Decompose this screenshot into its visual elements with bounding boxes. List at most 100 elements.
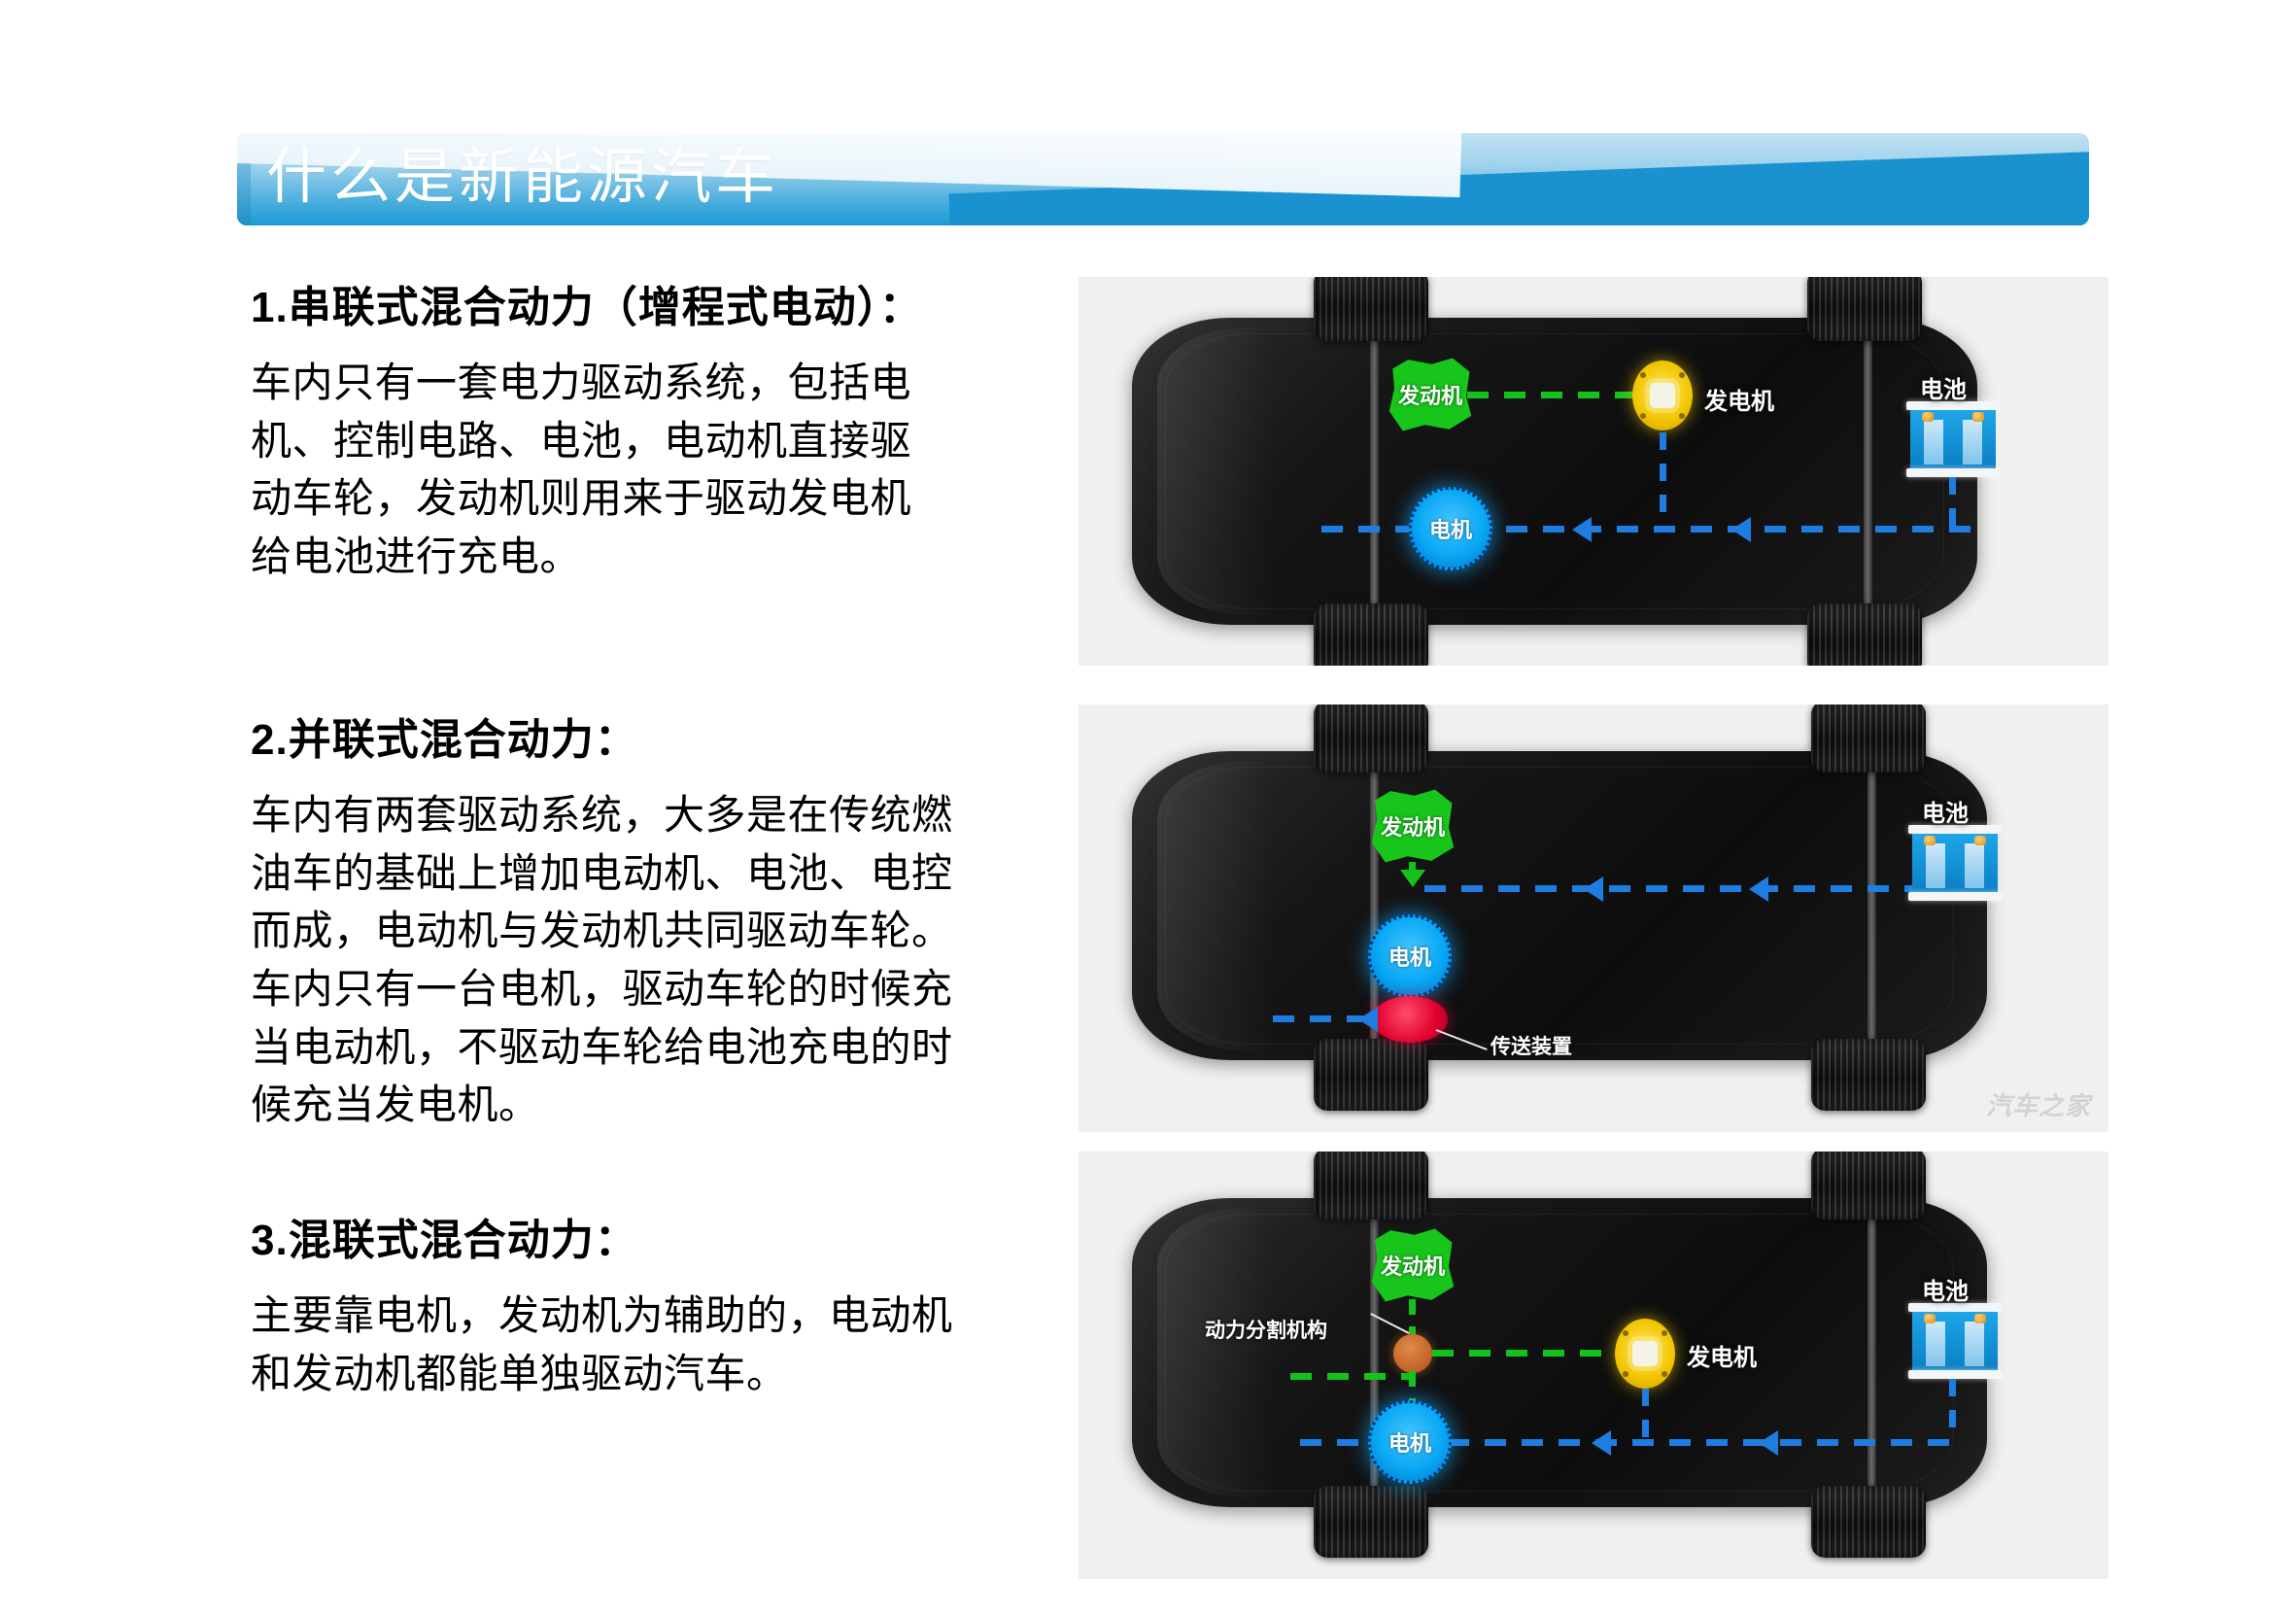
wheel-rear-left: [1811, 704, 1926, 773]
battery-cell: [1965, 1322, 1984, 1366]
power-bus-flow: [1300, 1439, 1949, 1446]
parallel-hybrid-diagram: 发动机 电机 传送装置 电池 汽车之家: [1079, 704, 2108, 1132]
battery-label: 电池: [1922, 1279, 1969, 1305]
power-split-hybrid-diagram: 发动机 动力分割机构 发电机 电机: [1079, 1151, 2108, 1579]
rear-axle: [1864, 318, 1872, 625]
generator-node: [1632, 361, 1693, 430]
engine-label: 发动机: [1380, 1254, 1445, 1279]
engine-to-generator-flow: [1467, 392, 1642, 398]
generator-bolt-icon: [1623, 1371, 1628, 1377]
wheel-rear-right: [1811, 1039, 1926, 1111]
motor-node: 电机: [1368, 1400, 1452, 1484]
battery-bus-flow: [1424, 885, 1947, 892]
battery-terminal-negative: [1974, 1314, 1986, 1323]
car-body-top-view: [1132, 1198, 1987, 1507]
generator-to-bus-flow: [1642, 1389, 1649, 1443]
split-to-generator-flow: [1432, 1350, 1617, 1357]
section-series-hybrid: 1.串联式混合动力（增程式电动）： 车内只有一套电力驱动系统，包括电 机、控制电…: [251, 272, 923, 588]
battery-top-plate: [1908, 825, 2002, 834]
engine-label: 发动机: [1397, 384, 1462, 408]
battery-top-plate: [1908, 1303, 2002, 1312]
engine-to-split-flow: [1409, 1299, 1416, 1342]
flow-arrow-left-icon: [1749, 876, 1768, 902]
wheel-rear-right: [1807, 603, 1922, 666]
battery-cell: [1926, 1322, 1945, 1366]
series-hybrid-diagram: 发动机 发电机 电机 电池: [1079, 277, 2108, 666]
battery-node: [1906, 401, 2000, 477]
flow-arrow-left-icon: [1731, 517, 1751, 542]
split-to-wheel-flow: [1290, 1373, 1413, 1380]
generator-hub-icon: [1650, 383, 1675, 408]
battery-top-plate: [1906, 401, 2000, 410]
generator-bolt-icon: [1640, 372, 1646, 378]
body-line: 给电池进行充电。: [251, 534, 582, 580]
generator-label: 发电机: [1704, 389, 1774, 415]
motor-label: 电机: [1428, 518, 1472, 542]
battery-bottom-plate: [1906, 468, 2000, 477]
body-line: 而成，电动机与发动机共同驱动车轮。: [251, 910, 953, 955]
wheel-rear-left: [1807, 277, 1922, 341]
battery-to-bus-flow: [1949, 477, 1956, 530]
generator-bolt-icon: [1640, 413, 1646, 419]
generator-bolt-icon: [1662, 1371, 1667, 1377]
power-split-label: 动力分割机构: [1205, 1320, 1327, 1342]
engine-node: 发动机: [1388, 358, 1472, 431]
wheel-rear-left: [1811, 1151, 1926, 1220]
battery-terminal-positive: [1924, 1314, 1936, 1323]
flow-arrow-left-icon: [1592, 1430, 1611, 1456]
body-line: 动车轮，发动机则用来于驱动发电机: [251, 477, 912, 523]
engine-label: 发动机: [1380, 815, 1445, 840]
front-axle: [1370, 751, 1379, 1060]
drive-flow: [1273, 1015, 1378, 1022]
flow-arrow-down-icon: [1400, 870, 1425, 887]
transmission-node: [1372, 996, 1448, 1043]
section-1-heading: 1.串联式混合动力（增程式电动）：: [251, 284, 923, 331]
windshield-shade: [1157, 327, 1274, 615]
wheel-rear-right: [1811, 1486, 1926, 1558]
body-line: 机、控制电路、电池，电动机直接驱: [251, 419, 912, 464]
battery-node: [1908, 1303, 2002, 1379]
body-line: 车内只有一台电机，驱动车轮的时候充: [251, 967, 953, 1013]
body-line: 当电动机，不驱动车轮给电池充电的时: [251, 1025, 953, 1071]
battery-cell: [1965, 843, 1984, 888]
battery-terminal-negative: [1974, 836, 1986, 845]
section-2-heading: 2.并联式混合动力：: [251, 716, 638, 764]
front-axle: [1370, 318, 1379, 625]
body-line: 车内有两套驱动系统，大多是在传统燃: [251, 794, 953, 839]
wheel-front-left: [1314, 1151, 1428, 1220]
split-to-motor-flow: [1409, 1371, 1416, 1406]
generator-label: 发电机: [1687, 1345, 1757, 1371]
windshield-shade: [1157, 761, 1274, 1050]
slide-title: 什么是新能源汽车: [266, 144, 780, 211]
battery-node: [1908, 825, 2002, 901]
section-3-body: 主要靠电机，发动机为辅助的，电动机 和发动机都能单独驱动汽车。: [251, 1289, 953, 1404]
generator-node: [1615, 1319, 1675, 1389]
front-axle: [1370, 1198, 1379, 1507]
battery-to-bus-flow: [1949, 1379, 1956, 1441]
body-line: 候充当发电机。: [251, 1083, 540, 1129]
engine-node: 发动机: [1371, 1228, 1455, 1302]
transmission-label: 传送装置: [1491, 1036, 1572, 1058]
section-2-body: 车内有两套驱动系统，大多是在传统燃 油车的基础上增加电动机、电池、电控 而成，电…: [251, 788, 953, 1136]
battery-bottom-plate: [1908, 1370, 2002, 1379]
battery-terminal-negative: [1972, 412, 1984, 422]
section-3-heading: 3.混联式混合动力：: [251, 1217, 638, 1264]
wheel-front-right: [1314, 603, 1428, 666]
title-banner: [237, 133, 2089, 225]
body-line: 和发动机都能单独驱动汽车。: [251, 1352, 788, 1397]
motor-node: 电机: [1368, 914, 1452, 998]
battery-terminal-positive: [1924, 836, 1936, 845]
flow-arrow-left-icon: [1759, 1430, 1778, 1456]
section-parallel-hybrid: 2.并联式混合动力： 车内有两套驱动系统，大多是在传统燃 油车的基础上增加电动机…: [251, 704, 953, 1136]
car-body-top-view: [1132, 318, 1977, 625]
battery-cell: [1926, 843, 1945, 888]
windshield-shade: [1157, 1208, 1274, 1497]
motor-label: 电机: [1388, 1431, 1431, 1456]
section-power-split-hybrid: 3.混联式混合动力： 主要靠电机，发动机为辅助的，电动机 和发动机都能单独驱动汽…: [251, 1205, 953, 1404]
motor-label: 电机: [1388, 945, 1431, 970]
generator-to-bus-flow: [1660, 432, 1666, 530]
engine-node: 发动机: [1371, 789, 1455, 863]
battery-label: 电池: [1922, 801, 1969, 827]
body-line: 主要靠电机，发动机为辅助的，电动机: [251, 1294, 953, 1339]
generator-hub-icon: [1632, 1341, 1658, 1366]
